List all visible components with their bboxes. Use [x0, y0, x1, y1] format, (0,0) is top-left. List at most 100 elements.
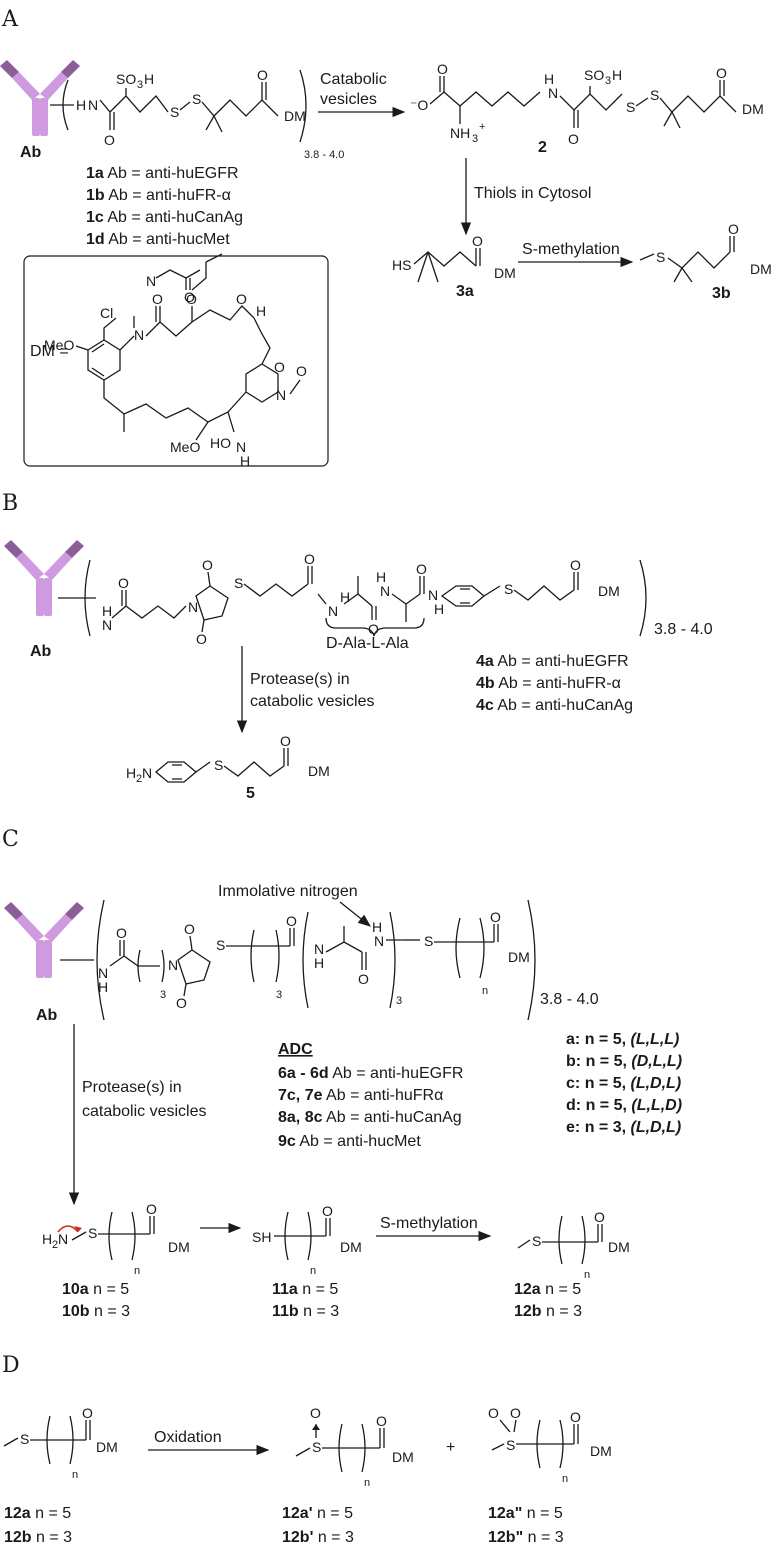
antibody-icon-a [0, 60, 80, 136]
svg-text:10b n = 3: 10b n = 3 [62, 1303, 130, 1320]
svg-text:2: 2 [52, 1239, 58, 1251]
svg-text:⁻O: ⁻O [410, 97, 428, 113]
svg-text:O: O [472, 233, 483, 249]
svg-text:H: H [314, 955, 324, 971]
svg-text:6a - 6d Ab = anti-huEGFR: 6a - 6d Ab = anti-huEGFR [278, 1065, 463, 1082]
immolative-nitrogen-label: Immolative nitrogen [218, 883, 358, 900]
svg-text:b: n = 5, (D,L,L): b: n = 5, (D,L,L) [566, 1053, 682, 1070]
svg-text:O: O [176, 995, 187, 1011]
svg-text:N: N [328, 603, 338, 619]
svg-text:O: O [146, 1201, 157, 1217]
svg-text:S: S [626, 99, 635, 115]
arrow-label-protease-c-2: catabolic vesicles [82, 1103, 207, 1120]
svg-text:N: N [102, 617, 112, 633]
svg-text:n: n [562, 1473, 568, 1485]
svg-text:N: N [276, 387, 286, 403]
svg-text:4b Ab = anti-huFR-α: 4b Ab = anti-huFR-α [476, 675, 621, 692]
linker-structure-c: NH O 3 N O O S 3 O HN O 3 HN S n O DM [60, 899, 536, 1021]
compound-12-labels-c: 12a n = 5 12b n = 3 [514, 1281, 582, 1320]
dm-label-c2: DM [168, 1239, 190, 1255]
dm-label-d1: DM [96, 1439, 118, 1455]
dm-label-a2: DM [742, 101, 764, 117]
svg-text:N: N [146, 273, 156, 289]
svg-text:11b n = 3: 11b n = 3 [272, 1303, 339, 1320]
svg-text:O: O [322, 1203, 333, 1219]
svg-text:H: H [102, 603, 112, 619]
svg-text:S: S [192, 91, 201, 107]
svg-text:H: H [42, 1231, 52, 1247]
antibody-label-b: Ab [30, 643, 52, 660]
svg-text:SO: SO [584, 67, 604, 83]
compound-3b-label: 3b [712, 285, 731, 302]
section-label-c: C [2, 827, 19, 852]
svg-text:a: n = 5, (L,L,L): a: n = 5, (L,L,L) [566, 1031, 679, 1048]
svg-text:O: O [257, 67, 268, 83]
svg-text:c: n = 5, (L,D,L): c: n = 5, (L,D,L) [566, 1075, 681, 1092]
svg-text:O: O [118, 575, 129, 591]
plus-sign: + [446, 1439, 455, 1456]
svg-text:S: S [88, 1225, 97, 1241]
svg-text:S: S [312, 1439, 321, 1455]
svg-text:O: O [510, 1405, 521, 1421]
svg-text:SH: SH [252, 1229, 271, 1245]
svg-text:O: O [286, 913, 297, 929]
svg-text:12a n = 5: 12a n = 5 [514, 1281, 581, 1298]
svg-text:O: O [490, 909, 501, 925]
svg-text:O: O [716, 65, 727, 81]
svg-text:4c Ab = anti-huCanAg: 4c Ab = anti-huCanAg [476, 697, 633, 714]
svg-text:n: n [482, 985, 488, 997]
dar-label-b: 3.8 - 4.0 [654, 621, 713, 638]
svg-text:H: H [376, 569, 386, 585]
dm-structure-box [23, 255, 329, 467]
svg-text:d: n = 5, (L,L,D): d: n = 5, (L,L,D) [566, 1097, 682, 1114]
dm-label-d3: DM [590, 1443, 612, 1459]
arrow-label-thiols: Thiols in Cytosol [474, 185, 591, 202]
svg-text:n: n [72, 1469, 78, 1481]
dm-label-c1: DM [508, 949, 530, 965]
arrow-label-methylation-a: S-methylation [522, 241, 620, 258]
antibody-icon-b [4, 540, 84, 616]
svg-text:3: 3 [396, 995, 402, 1007]
svg-text:S: S [170, 104, 179, 120]
compound-2-label: 2 [538, 139, 547, 156]
dar-label-a: 3.8 - 4.0 [304, 149, 344, 161]
svg-text:H: H [98, 979, 108, 995]
dar-label-c: 3.8 - 4.0 [540, 991, 599, 1008]
compound-11-labels: 11a n = 5 11b n = 3 [272, 1281, 339, 1320]
svg-text:HO: HO [210, 435, 231, 451]
svg-text:3: 3 [472, 133, 478, 145]
compound-10-labels: 10a n = 5 10b n = 3 [62, 1281, 130, 1320]
svg-text:12a n = 5: 12a n = 5 [4, 1505, 71, 1522]
svg-text:O: O [304, 551, 315, 567]
svg-text:N: N [236, 439, 246, 455]
svg-text:12b n = 3: 12b n = 3 [4, 1529, 72, 1546]
svg-text:O: O [202, 557, 213, 573]
svg-text:O: O [236, 291, 247, 307]
svg-text:MeO: MeO [44, 337, 74, 353]
svg-text:S: S [650, 87, 659, 103]
compound-list-b: 4a Ab = anti-huEGFR 4b Ab = anti-huFR-α … [476, 653, 633, 714]
svg-text:S: S [532, 1233, 541, 1249]
svg-text:O: O [116, 925, 127, 941]
svg-text:H: H [144, 71, 154, 87]
svg-text:S: S [214, 757, 223, 773]
svg-text:O: O [274, 359, 285, 375]
svg-text:O: O [82, 1405, 93, 1421]
svg-text:O: O [368, 621, 379, 637]
svg-text:12b n = 3: 12b n = 3 [514, 1303, 582, 1320]
section-label-a: A [1, 7, 19, 32]
svg-text:3: 3 [605, 75, 611, 87]
svg-text:n: n [134, 1265, 140, 1277]
svg-text:NH: NH [450, 125, 470, 141]
section-label-b: B [2, 491, 18, 516]
compound-12-structure-c: S n O DM [517, 1209, 630, 1281]
svg-text:N: N [58, 1231, 68, 1247]
svg-text:O: O [594, 1209, 605, 1225]
svg-text:O: O [152, 291, 163, 307]
svg-text:HS: HS [392, 257, 411, 273]
svg-text:n: n [584, 1269, 590, 1281]
